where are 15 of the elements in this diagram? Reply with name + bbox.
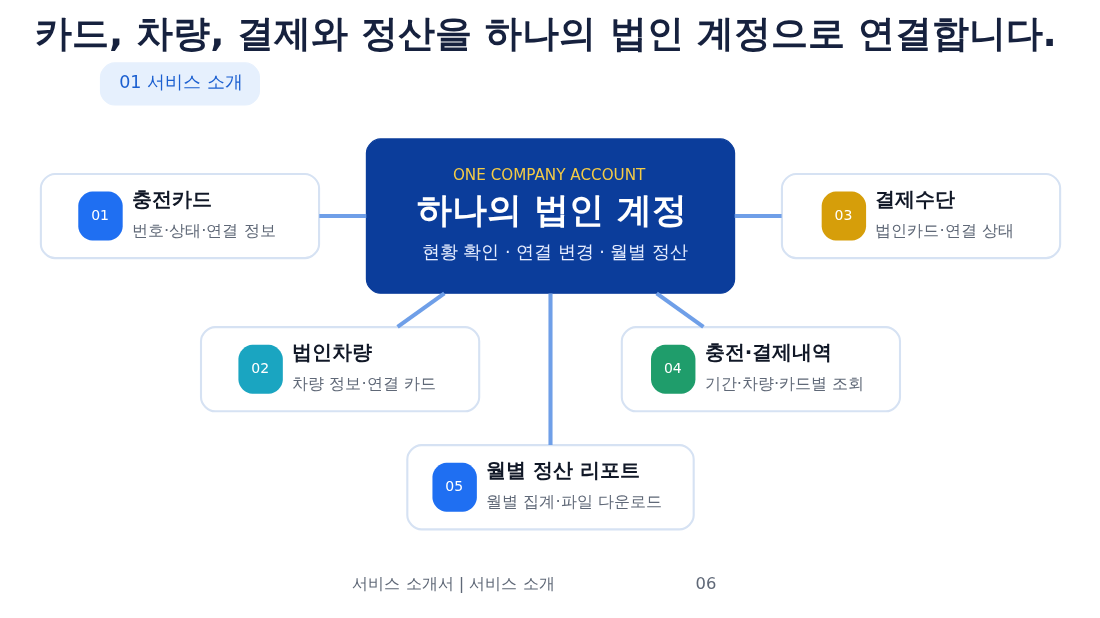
- node-box: ONE COMPANY ACCOUNT 하나의 법인 계정 현황 확인 · 연결 변경 · 월별 정산: [365, 138, 735, 294]
- node-box: 01 서비스 소개: [99, 62, 260, 106]
- diagram-title: 카드, 차량, 결제와 정산을 하나의 법인 계정으로 연결합니다.: [34, 11, 1057, 56]
- node-box: 01 충전카드 번호·상태·연결 정보: [39, 172, 320, 260]
- node-box: 05 월별 정산 리포트 월별 집계·파일 다운로드: [405, 444, 695, 531]
- node-box: 03 결제수단 법인카드·연결 상태: [780, 172, 1061, 260]
- node-box: 04 충전·결제내역 기간·차량·카드별 조회: [620, 326, 901, 413]
- connector: [395, 291, 446, 329]
- connector: [318, 214, 366, 219]
- node-box: 02 법인차량 차량 정보·연결 카드: [199, 326, 480, 413]
- connector: [654, 291, 705, 329]
- label: 서비스 소개서 | 서비스 소개: [351, 573, 555, 593]
- label: 06: [695, 573, 716, 593]
- connector: [547, 293, 553, 445]
- connector: [734, 214, 782, 219]
